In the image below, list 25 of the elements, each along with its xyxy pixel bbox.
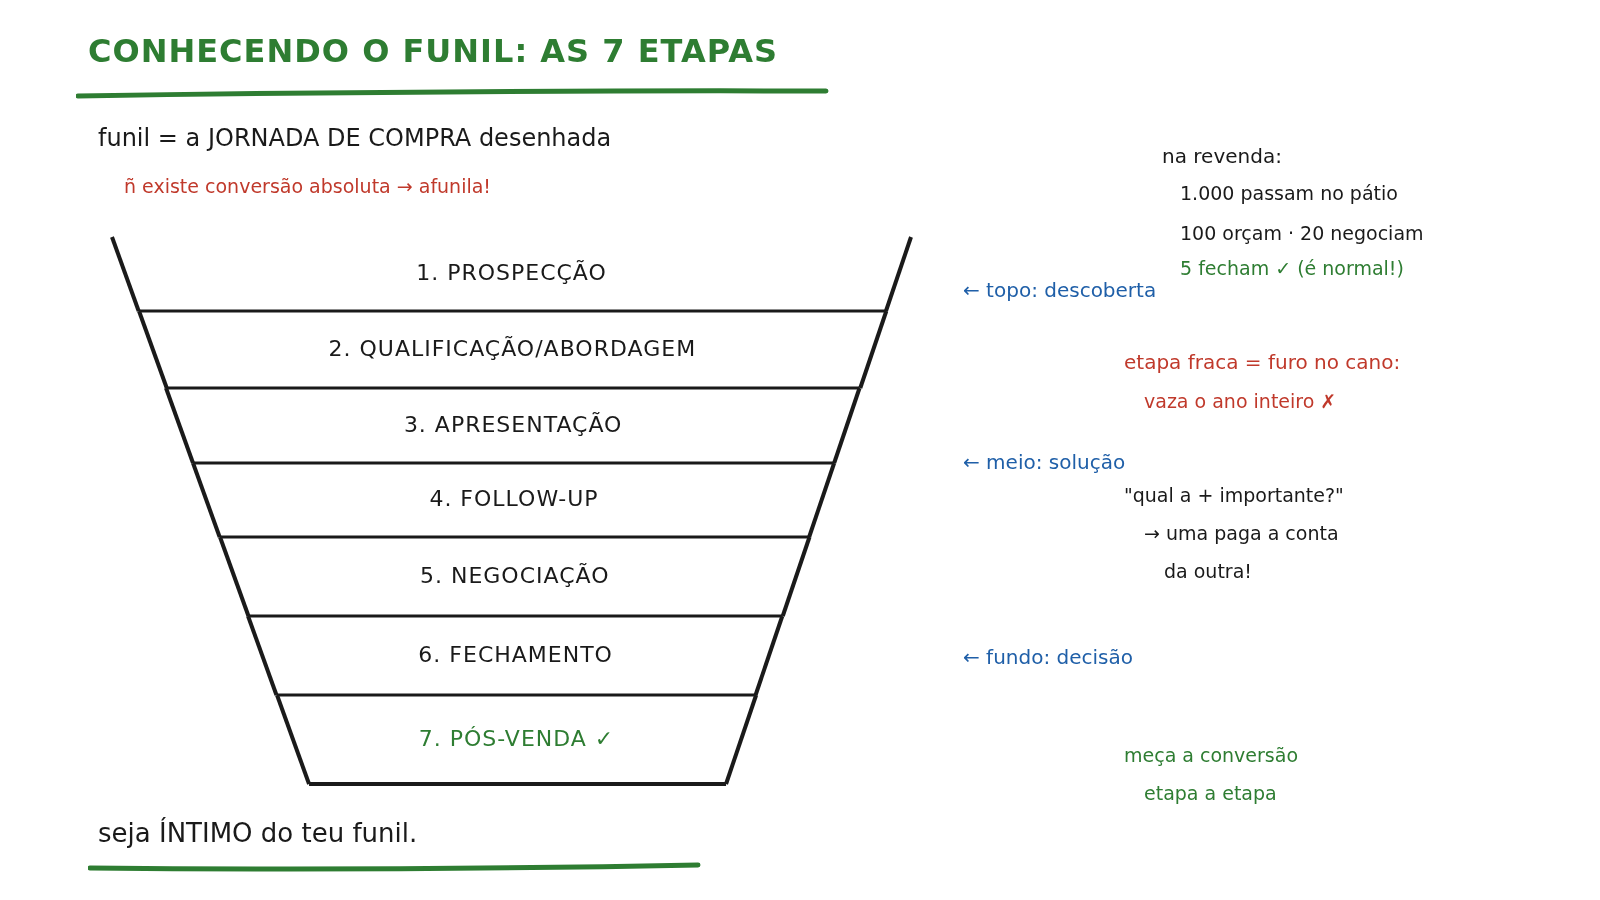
note-text: ñ existe conversão absoluta → afunila! [124, 175, 491, 197]
note-text: → uma paga a conta [1144, 522, 1339, 544]
note-text: na revenda: [1162, 144, 1282, 168]
title: CONHECENDO O FUNIL: AS 7 ETAPAS [88, 32, 778, 70]
note-text: 5 fecham ✓ (é normal!) [1180, 257, 1404, 279]
stage-label: 2. QUALIFICAÇÃO/ABORDAGEM [327, 335, 698, 361]
note-text: etapa fraca = furo no cano: [1124, 350, 1401, 374]
stage-label: 7. PÓS-VENDA ✓ [417, 725, 616, 751]
note-text: funil = a JORNADA DE COMPRA desenhada [98, 124, 612, 152]
note-text: ← meio: solução [963, 450, 1126, 474]
note-text: seja ÍNTIMO do teu funil. [98, 818, 418, 848]
note-text: "qual a + importante?" [1124, 484, 1344, 506]
note-text: 1.000 passam no pátio [1180, 182, 1398, 204]
note-text: etapa a etapa [1144, 782, 1277, 804]
note-text: 100 orçam · 20 negociam [1180, 222, 1424, 244]
note-text: ← fundo: decisão [963, 645, 1133, 669]
stage-label: 6. FECHAMENTO [417, 641, 614, 667]
note-text: da outra! [1164, 560, 1252, 582]
stage-label: 5. NEGOCIAÇÃO [419, 562, 611, 588]
note-text: ← topo: descoberta [963, 278, 1157, 302]
stage-label: 3. APRESENTAÇÃO [402, 411, 624, 437]
stage-label: 1. PROSPECÇÃO [415, 260, 608, 285]
stage-label: 4. FOLLOW-UP [428, 486, 600, 511]
note-text: meça a conversão [1124, 744, 1299, 766]
note-text: vaza o ano inteiro ✗ [1144, 390, 1337, 412]
